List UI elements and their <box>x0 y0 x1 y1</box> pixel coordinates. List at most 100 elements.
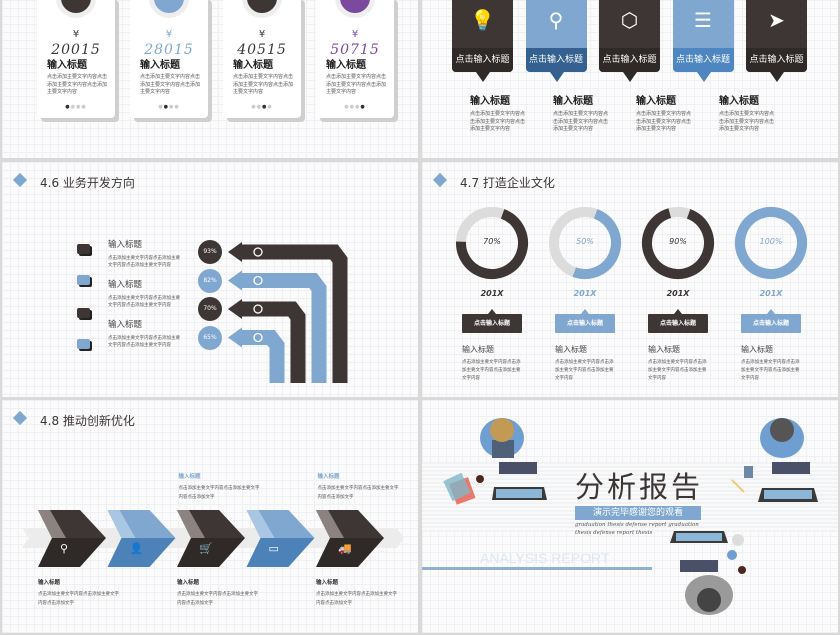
pager-dot[interactable]: ● <box>169 104 175 110</box>
item-text: 点击添加主要文字内容点击添加主要文字内容点击添加主要文字内容 <box>741 360 800 381</box>
bullet-square <box>77 244 90 254</box>
donut-label: 100% <box>759 237 783 246</box>
title-button[interactable]: 点击输入标题 <box>462 309 522 333</box>
item-title: 输入标题 <box>108 240 143 250</box>
pager-dots: ●●●● <box>130 104 208 110</box>
person-top-right <box>760 418 810 474</box>
cart-icon: 🛒 <box>199 542 213 555</box>
section-title: 4.8 推动创新优化 <box>40 414 135 428</box>
pager-dots: ●●●● <box>37 104 115 110</box>
donut-chart <box>735 207 807 279</box>
section-title: 4.7 打造企业文化 <box>460 176 555 190</box>
chevron-bottom <box>38 538 106 567</box>
pager-dot[interactable]: ● <box>81 104 87 110</box>
slide-4-6: 4.6 业务开发方向 输入标题点击添加主要文字内容点击添加主要文字内容点击添加主… <box>2 162 418 397</box>
year-label: 201X <box>666 289 690 298</box>
arrow-shaft <box>238 301 306 383</box>
camera-icon <box>149 0 189 18</box>
tag-box[interactable]: ⬡点击输入标题 <box>599 0 660 82</box>
tag-label: 点击输入标题 <box>672 48 734 72</box>
tag-box[interactable]: 💡点击输入标题 <box>452 0 513 82</box>
step-title: 输入标题 <box>177 580 200 586</box>
pager-dot[interactable]: ● <box>262 104 268 110</box>
chevron-facet <box>316 510 344 538</box>
item-text: 点击添加主要文字内容点击添加主要文字内容点击添加主要文字内容 <box>648 360 707 381</box>
tag-label: 点击输入标题 <box>452 48 513 72</box>
tag-box[interactable]: ⚲ 点击输入标题 <box>525 0 587 82</box>
pager-dot[interactable]: ● <box>158 104 164 110</box>
item-title: 输入标题 <box>555 345 587 354</box>
year-label: 201X <box>573 289 597 298</box>
pager-dot[interactable]: ● <box>344 104 350 110</box>
person-bottom <box>680 560 733 615</box>
title-button[interactable]: 点击输入标题 <box>741 309 801 333</box>
bullet-square <box>77 339 90 349</box>
pointer <box>696 72 711 82</box>
card-title: 输入标题 <box>233 60 273 71</box>
percent-circle: 82% <box>198 268 222 293</box>
align-icon: ☰ <box>694 8 712 32</box>
cube-icon: ⬡ <box>620 8 639 32</box>
item-title: 输入标题 <box>470 96 510 107</box>
pager-dot[interactable]: ● <box>355 104 361 110</box>
step-text: 点击添加主要文字内容点击添加主要文字内容点击添加文字 <box>178 486 260 500</box>
currency-symbol: ¥ <box>351 29 359 40</box>
pager-dot[interactable]: ● <box>360 104 366 110</box>
pager-dot[interactable]: ● <box>163 104 169 110</box>
pager-dot[interactable]: ● <box>267 104 273 110</box>
price-number: 40515 <box>237 42 287 58</box>
item-text: 点击添加主要文字内容点击添加主要文字内容点击添加主要文字内容 <box>108 336 180 348</box>
pager-dot[interactable]: ● <box>256 104 262 110</box>
step-title: 输入标题 <box>317 474 340 480</box>
pager-dot[interactable]: ● <box>65 104 71 110</box>
pager-dots: ●●●● <box>316 104 394 110</box>
pager-dot[interactable]: ● <box>70 104 76 110</box>
chevron-bottom <box>316 538 384 567</box>
item-text: 点击添加主要文字内容点击添加主要文字内容点击添加主要文字内容 <box>553 111 609 132</box>
tag-label: 点击输入标题 <box>525 48 587 72</box>
user-icon: 👤 <box>129 542 144 555</box>
donut-chart <box>456 207 528 279</box>
tag-label: 点击输入标题 <box>746 48 807 72</box>
item-text: 点击添加主要文字内容点击添加主要文字内容点击添加主要文字内容 <box>462 360 521 381</box>
section-title: 4.6 业务开发方向 <box>40 176 135 190</box>
paper-plane-icon: ➤ <box>768 8 785 32</box>
search-icon: ⚲ <box>548 8 564 32</box>
chevron-facet <box>246 510 275 538</box>
pager-dot[interactable]: ● <box>174 104 180 110</box>
arrow-head <box>228 270 242 291</box>
arrow-diagram <box>228 242 348 383</box>
title-button[interactable]: 点击输入标题 <box>555 309 615 333</box>
donut-label: 90% <box>669 237 687 246</box>
donut-value-arc <box>735 207 807 279</box>
card-text: 点击添加主要文字内容点击添加主要文字内容点击添加主要文字内容 <box>233 74 294 95</box>
person-top-left <box>480 418 537 474</box>
arrow-head <box>228 299 242 319</box>
pager-dot[interactable]: ● <box>251 104 257 110</box>
tag-box[interactable]: ➤ 点击输入标题 <box>746 0 807 82</box>
ticket-icon <box>56 0 96 18</box>
pager-dot[interactable]: ● <box>76 104 82 110</box>
card-title: 输入标题 <box>140 60 180 71</box>
item-title: 输入标题 <box>462 345 494 354</box>
pointer <box>476 72 490 82</box>
item-text: 点击添加主要文字内容点击添加主要文字内容点击添加主要文字内容 <box>555 360 614 381</box>
pager-dot[interactable]: ● <box>349 104 355 110</box>
percent-circle: 70% <box>198 297 222 321</box>
pointer <box>549 72 564 82</box>
chat-icon <box>253 332 263 343</box>
pager-dots: ●●●● <box>223 104 301 110</box>
pointer <box>623 72 637 82</box>
diamond-icon <box>432 172 448 188</box>
item-text: 点击添加主要文字内容点击添加主要文字内容点击添加主要文字内容 <box>636 111 692 132</box>
title-button[interactable]: 点击输入标题 <box>648 309 708 333</box>
year-label: 201X <box>759 289 783 298</box>
monitor-icon <box>242 0 282 18</box>
power-icon <box>253 247 263 257</box>
tag-box[interactable]: ☰ 点击输入标题 <box>672 0 734 82</box>
item-title: 输入标题 <box>108 280 143 290</box>
step-text: 点击添加主要文字内容点击添加主要文字内容点击添加文字 <box>316 592 397 606</box>
umbrella-icon <box>253 304 263 314</box>
